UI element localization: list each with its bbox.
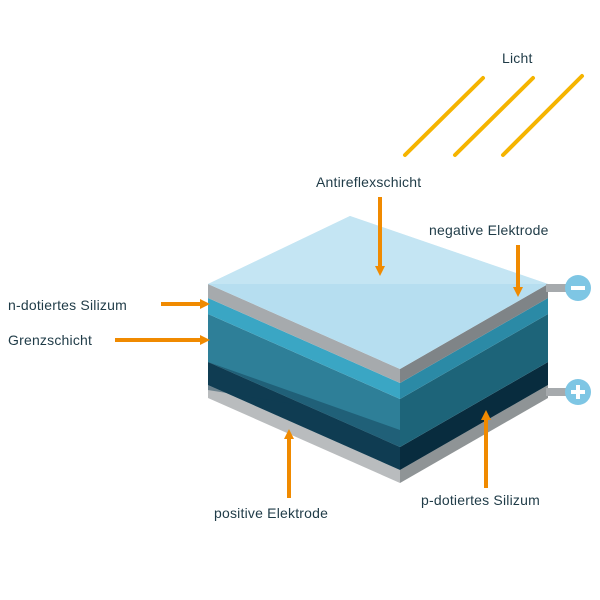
label-n-silicon: n-dotiertes Silizum (8, 297, 127, 313)
light-ray-3 (501, 74, 584, 157)
labels: Licht Antireflexschicht negative Elektro… (8, 50, 549, 521)
label-antireflex: Antireflexschicht (316, 174, 421, 190)
light-ray-2 (453, 76, 535, 157)
label-positive-electrode: positive Elektrode (214, 505, 328, 521)
minus-icon (571, 286, 585, 290)
label-p-silicon: p-dotiertes Silizum (421, 492, 540, 508)
positive-terminal (546, 379, 591, 405)
negative-electrode-layer-left (208, 284, 400, 383)
negative-terminal-wire (546, 284, 568, 292)
junction-layer-left (208, 314, 400, 447)
pointer-arrows (115, 197, 523, 498)
label-light: Licht (502, 50, 533, 66)
positive-electrode-layer-left (208, 385, 400, 483)
p-silicon-layer-left (208, 362, 400, 470)
light-ray-1 (403, 76, 485, 157)
positive-electrode-layer-right (400, 385, 548, 483)
n-silicon-layer-left (208, 298, 400, 399)
light-rays (403, 74, 584, 157)
solar-cell-block (208, 216, 548, 483)
junction-layer-right (400, 314, 548, 447)
p-silicon-layer-right (400, 362, 548, 470)
negative-electrode-layer-right (400, 284, 548, 383)
label-junction: Grenzschicht (8, 332, 92, 348)
n-silicon-layer-right (400, 298, 548, 399)
positive-terminal-wire (546, 388, 568, 396)
label-negative-electrode: negative Elektrode (429, 222, 549, 238)
plus-icon-vertical (576, 385, 580, 399)
negative-terminal (546, 275, 591, 301)
junction-shade (208, 362, 400, 447)
